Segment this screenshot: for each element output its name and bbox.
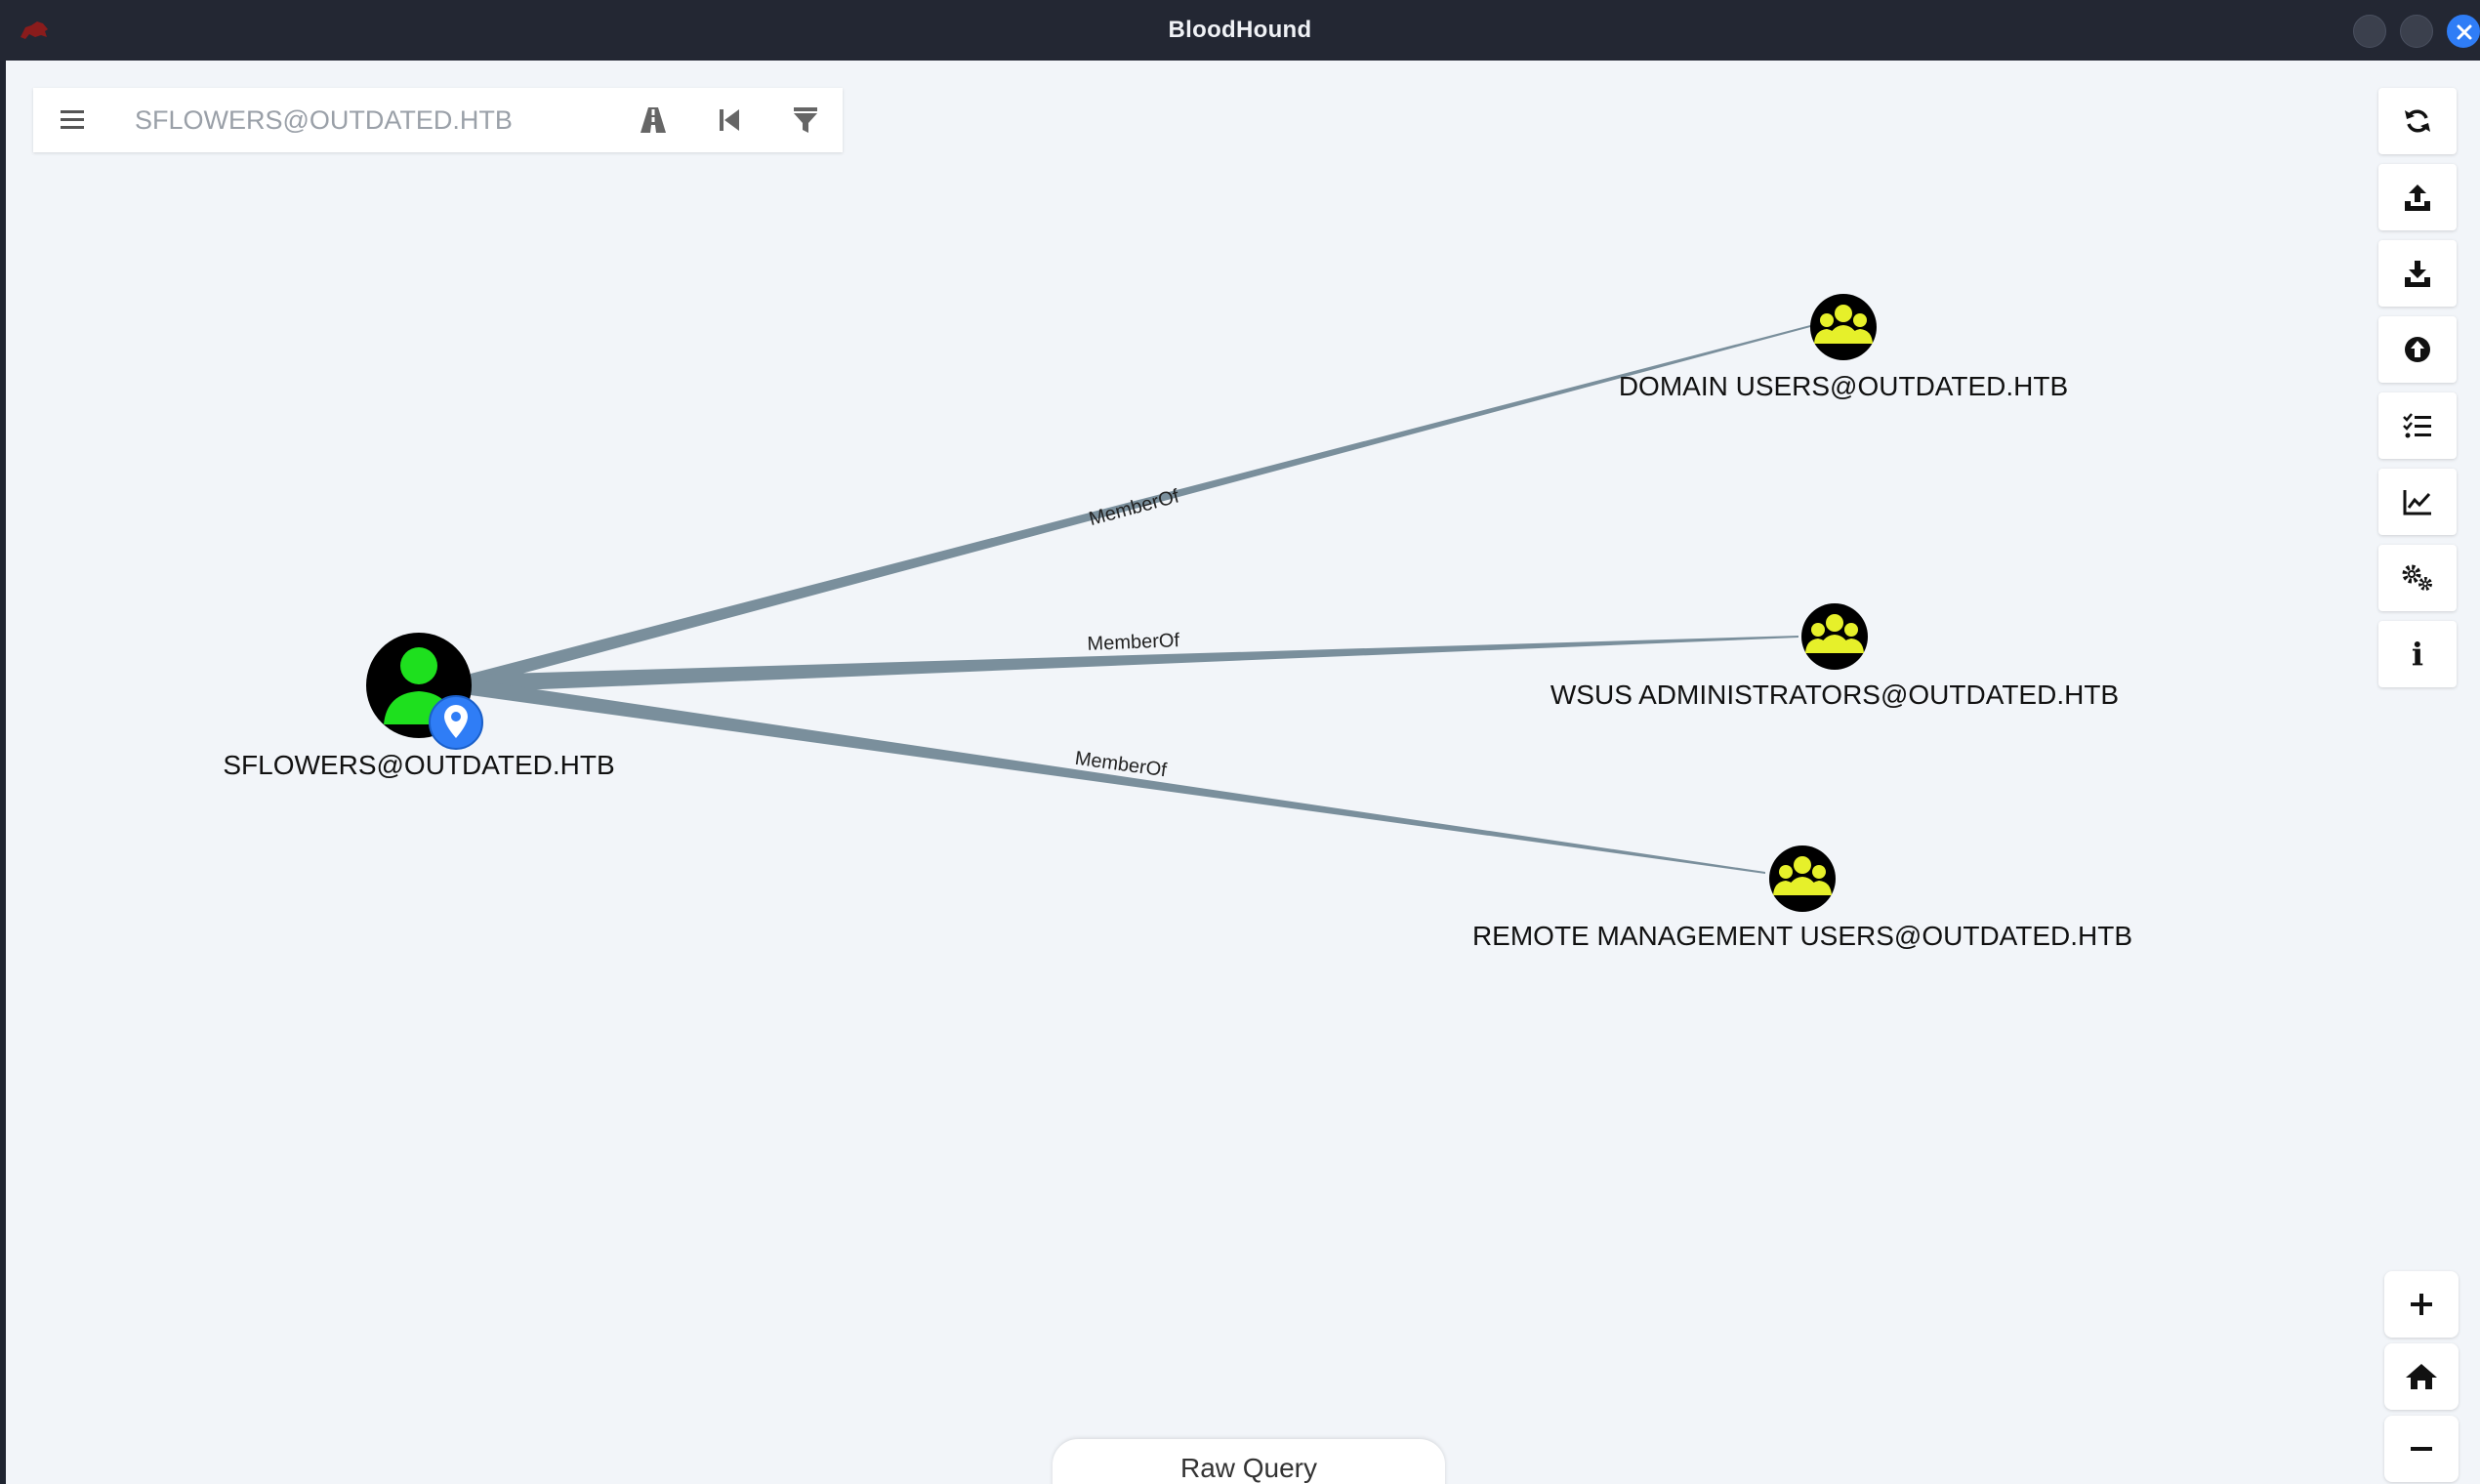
minimize-icon[interactable] bbox=[2353, 15, 2386, 48]
import-icon bbox=[2405, 261, 2430, 287]
edge-memberof-wsus-admins[interactable] bbox=[471, 636, 1798, 692]
node-label: DOMAIN USERS@OUTDATED.HTB bbox=[1619, 371, 2068, 401]
search-input[interactable] bbox=[135, 102, 603, 139]
user-node-sflowers[interactable] bbox=[366, 633, 483, 750]
zoom-in-icon bbox=[2411, 1294, 2432, 1315]
group-icon bbox=[1814, 305, 1873, 344]
right-toolbar: i bbox=[2378, 88, 2460, 697]
edge-memberof-remote-mgmt[interactable] bbox=[471, 680, 1765, 874]
checklist-icon bbox=[2403, 413, 2431, 438]
raw-query-toggle[interactable]: Raw Query bbox=[1053, 1439, 1445, 1484]
node-label: WSUS ADMINISTRATORS@OUTDATED.HTB bbox=[1550, 680, 2119, 710]
filter-icon[interactable] bbox=[789, 103, 822, 137]
bloodhound-logo-icon bbox=[21, 21, 48, 39]
refresh-button[interactable] bbox=[2378, 88, 2457, 154]
group-node-domain-users[interactable] bbox=[1810, 294, 1877, 360]
edge-memberof-domain-users[interactable] bbox=[471, 324, 1814, 687]
title-bar: BloodHound bbox=[0, 0, 2480, 61]
menu-icon[interactable] bbox=[59, 107, 86, 133]
group-icon bbox=[1773, 856, 1832, 895]
node-label: REMOTE MANAGEMENT USERS@OUTDATED.HTB bbox=[1472, 921, 2132, 951]
change-layout-button[interactable] bbox=[2378, 392, 2457, 459]
zoom-out-button[interactable] bbox=[2384, 1416, 2459, 1482]
group-node-remote-management-users[interactable] bbox=[1769, 845, 1836, 912]
maximize-icon[interactable] bbox=[2400, 15, 2433, 48]
graph-canvas[interactable]: MemberOf MemberOf MemberOf SFLOWERS@OUTD… bbox=[6, 61, 2480, 1484]
database-info-button[interactable] bbox=[2378, 469, 2457, 535]
home-button[interactable] bbox=[2384, 1343, 2459, 1410]
upload-circle-icon bbox=[2405, 337, 2430, 362]
line-chart-icon bbox=[2403, 490, 2431, 515]
settings-button[interactable] bbox=[2378, 545, 2457, 611]
home-icon bbox=[2406, 1364, 2437, 1389]
node-label: SFLOWERS@OUTDATED.HTB bbox=[223, 750, 614, 780]
info-icon: i bbox=[2411, 636, 2424, 673]
search-bar bbox=[33, 88, 843, 152]
graph-view[interactable]: MemberOf MemberOf MemberOf SFLOWERS@OUTD… bbox=[6, 61, 2480, 1484]
edge-label: MemberOf bbox=[1087, 485, 1181, 530]
zoom-out-icon bbox=[2411, 1447, 2432, 1451]
location-pin-icon bbox=[429, 695, 483, 750]
export-icon bbox=[2405, 185, 2430, 211]
zoom-in-button[interactable] bbox=[2384, 1271, 2459, 1338]
window-title: BloodHound bbox=[1168, 17, 1312, 43]
back-step-icon[interactable] bbox=[713, 103, 746, 137]
close-icon[interactable] bbox=[2447, 15, 2480, 48]
upload-data-button[interactable] bbox=[2378, 316, 2457, 383]
group-node-wsus-administrators[interactable] bbox=[1801, 603, 1868, 670]
import-graph-button[interactable] bbox=[2378, 240, 2457, 307]
refresh-icon bbox=[2405, 109, 2430, 133]
export-graph-button[interactable] bbox=[2378, 164, 2457, 230]
pathfinding-road-icon[interactable] bbox=[637, 103, 670, 137]
gears-icon bbox=[2402, 564, 2432, 591]
edge-label: MemberOf bbox=[1087, 630, 1180, 655]
group-icon bbox=[1805, 614, 1864, 653]
about-button[interactable]: i bbox=[2378, 621, 2457, 687]
